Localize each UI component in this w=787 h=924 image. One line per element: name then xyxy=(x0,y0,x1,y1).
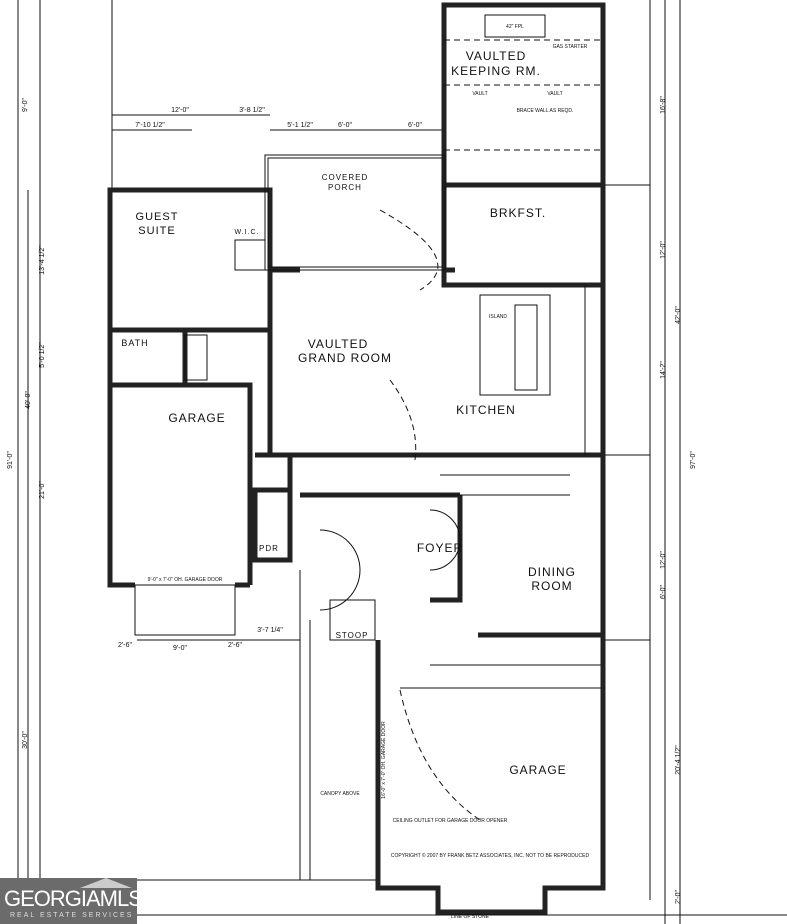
note-gas-starter: GAS STARTER xyxy=(553,44,588,50)
logo-subtitle: REAL ESTATE SERVICES xyxy=(10,912,134,919)
dim-left-4: 40'-0" xyxy=(25,391,32,409)
logo-brand: GEORGIAMLS xyxy=(4,886,143,911)
dim-left-7: 30'-0" xyxy=(22,731,29,749)
logo-roof-icon xyxy=(80,878,132,888)
dim-left-3: 5'-0 1/2" xyxy=(39,342,46,368)
dim-top-1: 12'-0" xyxy=(171,107,189,114)
left-dimension-labels: 9'-0" 13'-4 1/2" 5'-0 1/2" 40'-0" 91'-0"… xyxy=(7,98,46,749)
room-label-porch-1: COVERED xyxy=(322,173,369,182)
dim-right-4: 14'-2" xyxy=(660,361,667,379)
room-label-foyer: FOYER xyxy=(417,541,463,555)
room-label-guest-1: GUEST xyxy=(136,211,179,223)
dim-right-7: 6'-0" xyxy=(660,585,667,599)
porch-outline xyxy=(264,154,446,271)
room-label-garage-front: GARAGE xyxy=(509,763,566,777)
dim-right-5: 97'-0" xyxy=(690,451,697,469)
dim-right-1: 16'-8" xyxy=(660,96,667,114)
copyright-notice: COPYRIGHT © 2007 BY FRANK BETZ ASSOCIATE… xyxy=(391,852,590,859)
dim-right-2: 12'-0" xyxy=(660,241,667,259)
room-label-stoop: STOOP xyxy=(336,631,369,640)
dim-right-8: 20'-4 1/2" xyxy=(675,745,682,775)
note-canopy: CANOPY ABOVE xyxy=(320,791,360,797)
room-label-garage-left: GARAGE xyxy=(168,411,225,425)
dim-left-5: 91'-0" xyxy=(7,451,14,469)
dim-top-2: 7'-10 1/2" xyxy=(135,122,165,129)
note-ceiling-outlet: CEILING OUTLET FOR GARAGE DOOR OPENER xyxy=(393,818,508,824)
dim-right-9: 2'-0" xyxy=(675,890,682,904)
interior-lines xyxy=(134,14,603,821)
dim-top-4: 5'-1 1/2" xyxy=(287,122,313,129)
dim-left-1: 9'-0" xyxy=(22,98,29,112)
dim-bottom-2: 9'-0" xyxy=(173,645,187,652)
note-island: ISLAND xyxy=(489,314,507,320)
room-label-grand-2: GRAND ROOM xyxy=(298,351,392,365)
dim-right-3: 42'-0" xyxy=(675,306,682,324)
room-label-grand-1: VAULTED xyxy=(308,337,369,351)
room-label-wic: W.I.C. xyxy=(234,229,259,236)
room-label-brkfst: BRKFST. xyxy=(490,206,546,220)
room-label-kitchen: KITCHEN xyxy=(456,403,516,417)
dim-top-5: 6'-0" xyxy=(338,122,352,129)
room-label-pdr: PDR xyxy=(259,544,279,553)
room-label-guest-2: SUITE xyxy=(138,225,175,237)
room-label-porch-2: PORCH xyxy=(328,183,362,192)
dim-bottom-1: 2'-6" xyxy=(118,642,132,649)
georgia-mls-logo: GEORGIAMLS REAL ESTATE SERVICES xyxy=(0,878,143,924)
note-garage-door-left: 9'-0" x 7'-0" OH. GARAGE DOOR xyxy=(148,577,223,583)
dim-bottom-4: 3'-7 1/4" xyxy=(257,627,283,634)
dim-top-6: 6'-0" xyxy=(408,122,422,129)
note-vault-2: VAULT xyxy=(547,91,562,97)
room-label-keeping-room-2: KEEPING RM. xyxy=(451,64,541,78)
note-brace-wall: BRACE WALL AS REQD. xyxy=(517,108,574,114)
note-vault-1: VAULT xyxy=(472,91,487,97)
room-label-dining-2: ROOM xyxy=(531,579,572,593)
dim-bottom-3: 2'-6" xyxy=(228,642,242,649)
room-label-dining-1: DINING xyxy=(528,565,576,579)
note-fireplace: 42" FPL xyxy=(506,24,524,30)
dim-left-2: 13'-4 1/2" xyxy=(39,245,46,275)
room-label-bath: BATH xyxy=(121,338,148,348)
room-label-keeping-room-1: VAULTED xyxy=(466,49,527,63)
dim-left-6: 21'-0" xyxy=(39,481,46,499)
dim-right-6: 12'-0" xyxy=(660,551,667,569)
note-line-of-stone: LINE OF STONE xyxy=(451,914,490,920)
dim-top-3: 3'-8 1/2" xyxy=(239,107,265,114)
right-dimension-labels: 16'-8" 12'-0" 42'-0" 14'-2" 97'-0" 12'-0… xyxy=(660,96,697,904)
note-garage-door-front: 16'-0" x 7'-0" OH. GARAGE DOOR xyxy=(381,721,387,799)
